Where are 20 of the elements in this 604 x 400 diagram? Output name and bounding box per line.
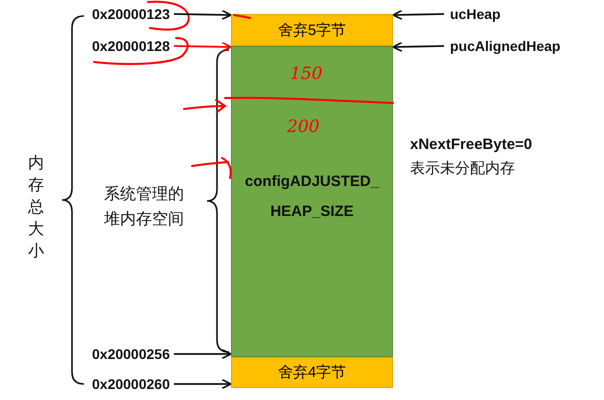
memory-block: 舍弃4字节 — [231, 357, 393, 388]
arrow — [392, 42, 444, 52]
address-label: 0x20000128 — [92, 38, 170, 54]
arrow — [174, 42, 232, 52]
arrow — [174, 378, 232, 390]
address-label: 0x20000260 — [92, 376, 170, 392]
vertical-label: 内存总大小 — [28, 154, 45, 262]
handwritten-number: 200 — [287, 117, 320, 137]
arrow — [174, 348, 232, 360]
pointer-label: pucAlignedHeap — [450, 38, 560, 54]
address-label: 0x20000256 — [92, 346, 170, 362]
note-text: 表示未分配内存 — [410, 159, 515, 178]
arrow — [392, 10, 444, 20]
handwritten-number: 150 — [290, 64, 322, 84]
address-label: 0x20000123 — [92, 6, 170, 22]
memory-block: 舍弃5字节 — [231, 14, 393, 46]
arrow — [174, 10, 232, 20]
region-label: 系统管理的堆内存空间 — [104, 184, 185, 230]
note-text: xNextFreeByte=0 — [410, 136, 532, 153]
pointer-label: ucHeap — [450, 6, 501, 22]
